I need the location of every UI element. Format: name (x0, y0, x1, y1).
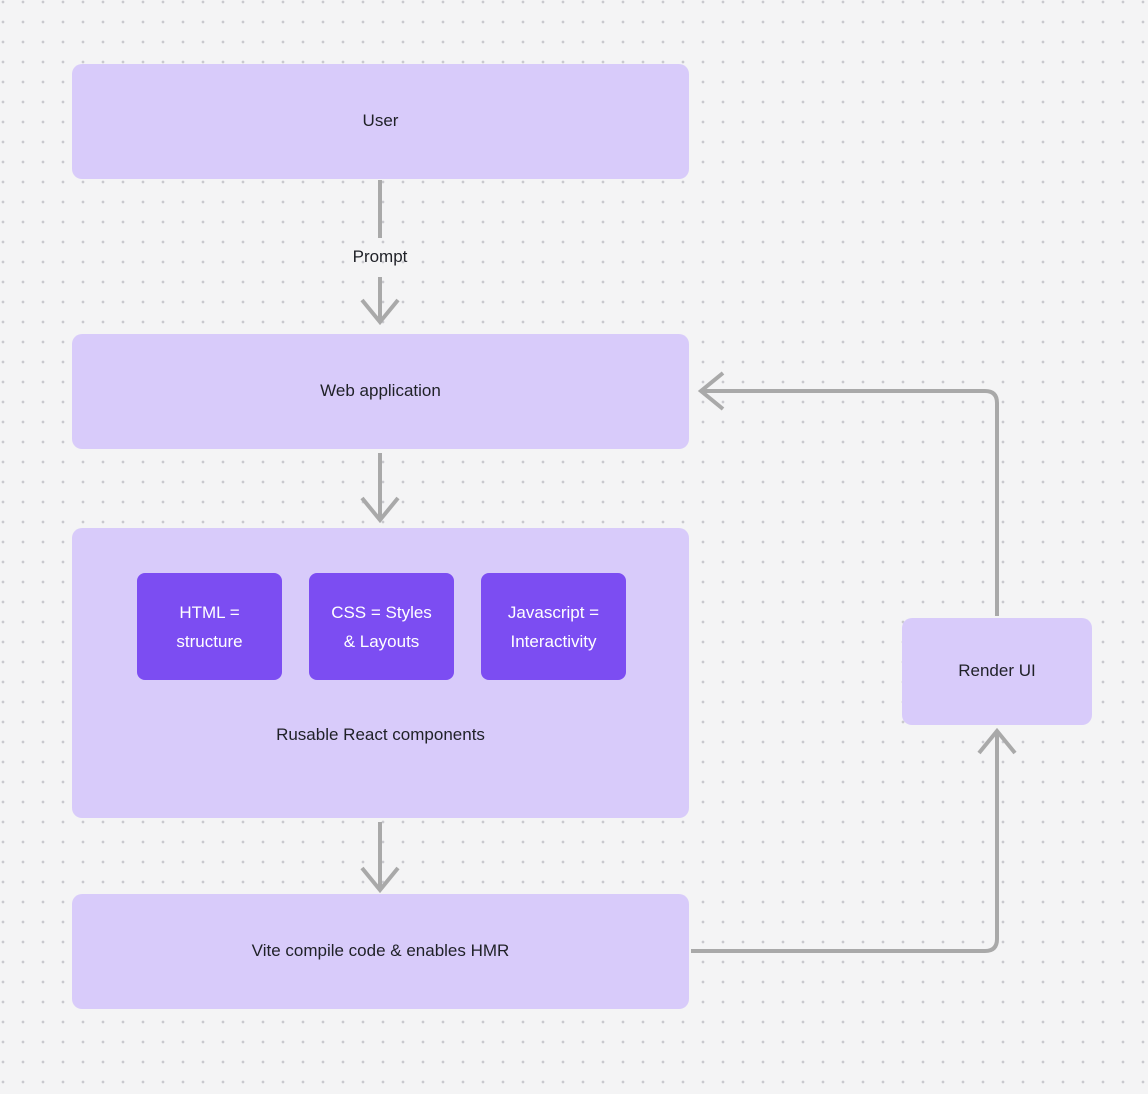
node-web-application-label: Web application (320, 381, 441, 401)
edge-vite-to-render-ui (691, 727, 1017, 953)
chip-html-label: HTML = structure (176, 602, 243, 651)
node-render-ui-label: Render UI (958, 661, 1036, 681)
node-user[interactable]: User (72, 64, 689, 179)
node-web-application[interactable]: Web application (72, 334, 689, 449)
edge-vite-to-render-ui-line (691, 733, 999, 953)
components-caption: Rusable React components (276, 725, 485, 744)
chip-html[interactable]: HTML = structure (137, 573, 282, 680)
edge-components-to-vite-arrowhead (360, 866, 400, 894)
edge-label-prompt: Prompt (352, 247, 408, 266)
edge-render-ui-to-web-application (697, 371, 999, 616)
node-reusable-components[interactable]: HTML = structure CSS = Styles & Layouts … (72, 528, 689, 818)
chip-javascript[interactable]: Javascript = Interactivity (481, 573, 626, 680)
node-vite-label: Vite compile code & enables HMR (251, 941, 510, 961)
edge-user-to-web-application-arrowhead (360, 298, 400, 326)
chip-javascript-label: Javascript = Interactivity (507, 602, 600, 651)
edge-components-to-vite (360, 822, 400, 894)
node-vite[interactable]: Vite compile code & enables HMR (72, 894, 689, 1009)
edge-web-application-to-components (360, 453, 400, 524)
edge-web-application-to-components-arrowhead (360, 496, 400, 524)
edge-vite-to-render-ui-arrowhead (977, 727, 1017, 755)
component-chip-row: HTML = structure CSS = Styles & Layouts … (137, 573, 626, 680)
edge-render-ui-to-web-application-line (703, 389, 999, 616)
edge-render-ui-to-web-application-arrowhead (697, 371, 725, 411)
node-user-label: User (362, 111, 399, 131)
chip-css-label: CSS = Styles & Layouts (331, 602, 432, 651)
node-render-ui[interactable]: Render UI (902, 618, 1092, 725)
chip-css[interactable]: CSS = Styles & Layouts (309, 573, 454, 680)
